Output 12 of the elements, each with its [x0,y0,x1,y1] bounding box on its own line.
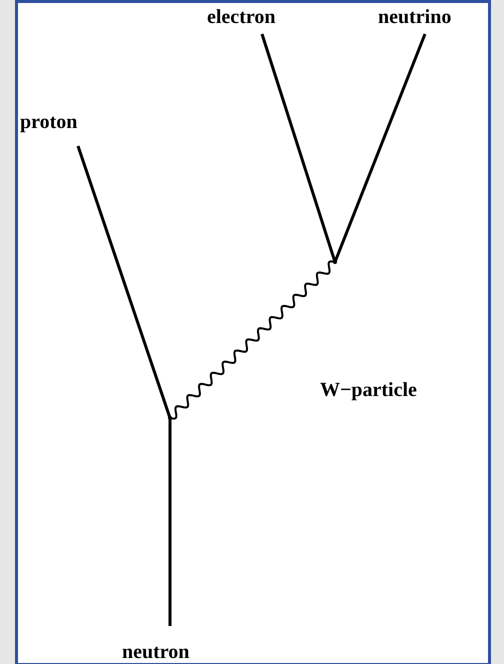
wavy-line [170,260,336,420]
particle-line [260,34,336,262]
edge-label: W−particle [320,379,417,401]
particle-line [334,33,426,263]
particle-line [168,418,172,626]
particle-label: neutrino [378,6,452,28]
particle-label: proton [20,111,78,133]
particle-label: neutron [122,641,190,663]
vertex-point [168,416,172,420]
vertex-point [333,260,337,264]
particle-label: electron [207,6,276,28]
particle-line [76,146,172,418]
